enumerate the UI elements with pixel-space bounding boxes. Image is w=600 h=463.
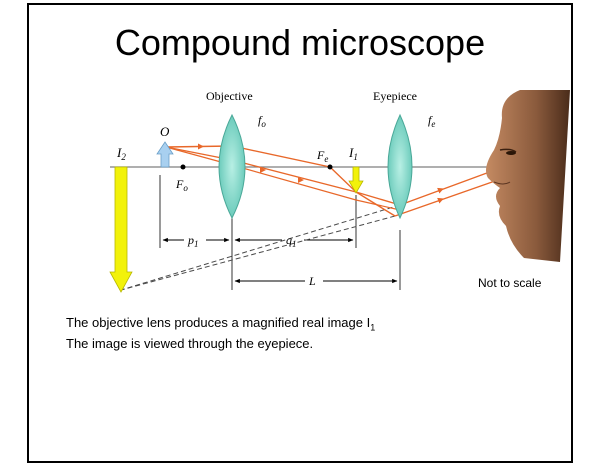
object-arrow <box>157 142 173 167</box>
focal-point-fo <box>181 165 186 170</box>
label-objective: Objective <box>206 89 253 103</box>
image1-arrow <box>349 167 363 193</box>
objective-lens <box>219 115 245 218</box>
label-fo: fo <box>258 113 266 129</box>
label-I1: I1 <box>348 145 358 162</box>
caption-line-1: The objective lens produces a magnified … <box>66 315 375 336</box>
label-eyepiece: Eyepiece <box>373 89 417 103</box>
label-O: O <box>160 124 170 139</box>
scale-note: Not to scale <box>478 276 541 290</box>
virtual-ray-1 <box>121 205 400 290</box>
focal-point-fe <box>328 165 333 170</box>
label-Fe: Fe <box>316 148 328 164</box>
label-I2: I2 <box>116 145 126 162</box>
image2-arrow <box>110 167 132 292</box>
ray-eye-1 <box>400 170 495 205</box>
microscope-diagram: Objective Eyepiece fo fe O I2 I1 Fo Fe p… <box>0 0 600 444</box>
observer-face-icon <box>486 90 570 262</box>
caption-line-2: The image is viewed through the eyepiece… <box>66 336 375 351</box>
slide: Compound microscope <box>0 0 600 444</box>
ray-top <box>166 147 400 205</box>
label-fe: fe <box>428 113 435 129</box>
label-Fo: Fo <box>175 177 188 193</box>
label-L: L <box>308 274 316 288</box>
virtual-ray-2 <box>121 216 395 290</box>
slide-caption: The objective lens produces a magnified … <box>66 315 375 351</box>
